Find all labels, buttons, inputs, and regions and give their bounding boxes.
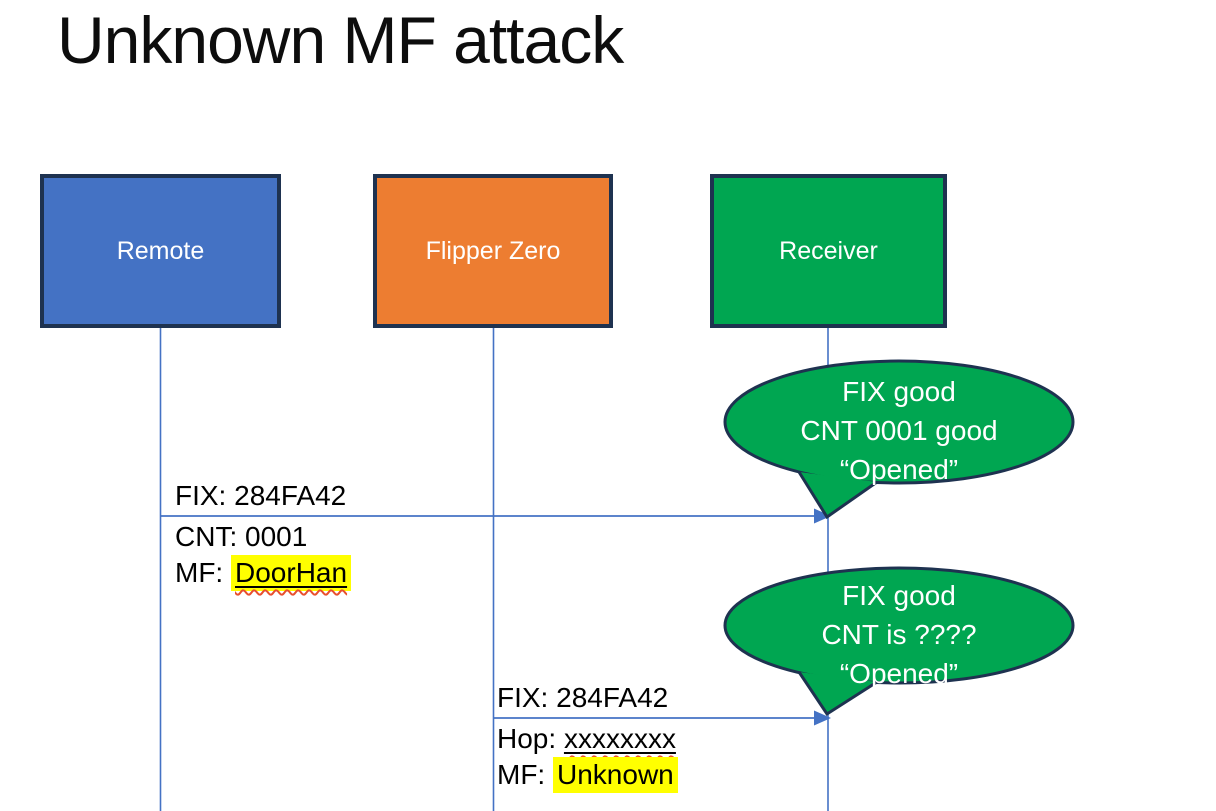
callout-2-tail	[799, 672, 877, 714]
callout-2-text: FIX good CNT is ???? “Opened”	[725, 576, 1073, 693]
message-2-fix-label: FIX: 284FA42	[497, 682, 669, 713]
callout-1-tail	[799, 472, 877, 517]
actor-box-flipper-zero: Flipper Zero	[373, 174, 613, 328]
callout-bubble-2	[723, 566, 1075, 717]
highlighted-text: DoorHan	[231, 555, 352, 591]
highlighted-text: Unknown	[553, 757, 678, 793]
callout-1-line-2: CNT 0001 good	[800, 415, 998, 446]
actor-label-flipper-zero: Flipper Zero	[425, 236, 561, 265]
callout-2-line-3: “Opened”	[839, 658, 959, 689]
message-2-arrowhead-icon	[814, 710, 831, 726]
actor-label-receiver: Receiver	[779, 236, 878, 265]
callout-2-tail-edge	[797, 671, 878, 717]
message-arrow-flipper-to-receiver	[494, 710, 831, 726]
actor-box-receiver: Receiver	[710, 174, 947, 328]
callout-2-ellipse	[723, 566, 1075, 685]
callout-1-line-1: FIX good	[842, 376, 956, 407]
slide-title: Unknown MF attack	[57, 3, 624, 77]
callout-1-text: FIX good CNT 0001 good “Opened”	[725, 372, 1073, 489]
actor-box-remote: Remote	[40, 174, 281, 328]
callout-1-tail-edge	[797, 471, 878, 520]
callout-2-line-1: FIX good	[842, 580, 956, 611]
message-1-fix-label: FIX: 284FA42	[175, 480, 347, 511]
message-2-mf-label: MF: Unknown	[497, 757, 678, 793]
callout-bubble-1	[723, 359, 1075, 520]
message-2-hop-label: Hop: xxxxxxxx	[497, 723, 676, 754]
message-1-cnt-label: CNT: 0001	[175, 521, 308, 552]
callout-2-line-2: CNT is ????	[821, 619, 977, 650]
message-1-mf-label: MF: DoorHan	[175, 555, 352, 591]
actor-label-remote: Remote	[116, 236, 205, 265]
callout-1-ellipse	[723, 359, 1075, 485]
message-arrow-remote-to-receiver	[161, 508, 831, 524]
misspelled-text: xxxxxxxx	[563, 723, 676, 754]
message-1-arrowhead-icon	[814, 508, 831, 524]
callout-1-line-3: “Opened”	[839, 454, 959, 485]
